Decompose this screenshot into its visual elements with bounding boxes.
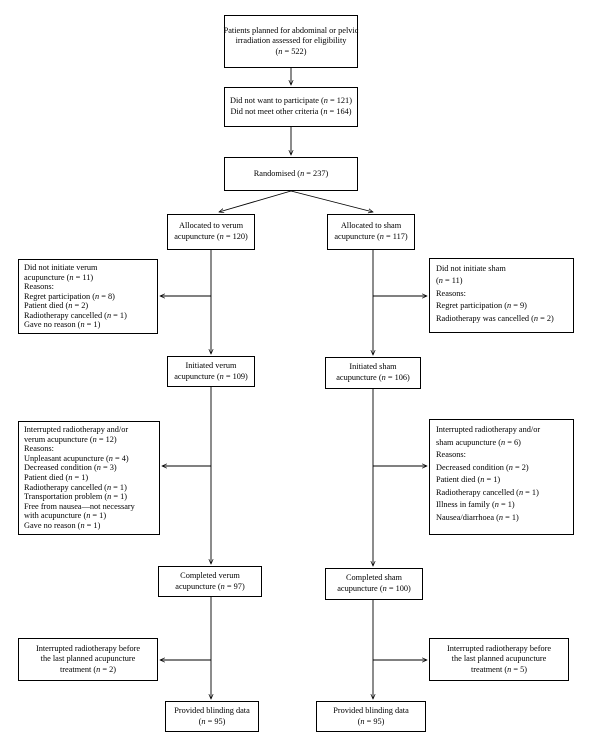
verum-not-initiated-line: Gave no reason (n = 1)	[24, 320, 101, 329]
verum-before-last-line-1: Interrupted radiotherapy before	[35, 643, 141, 653]
sham-before-last-line-2: the last planned acupuncture	[451, 654, 547, 664]
verum-not-initiated-line: Reasons:	[24, 282, 54, 291]
verum-interrupted-line: with acupuncture (n = 1)	[24, 511, 107, 521]
sham-not-initiated-line: Reasons:	[436, 288, 466, 298]
verum-blinding-line-1: Provided blinding data	[174, 705, 250, 715]
sham-initiated-line-2: acupuncture (n = 106)	[336, 373, 410, 382]
verum-initiated-line-1: Initiated verum	[185, 360, 237, 370]
verum-interrupted-box: Interrupted radiotherapy and/or verum ac…	[18, 421, 160, 535]
sham-blinding-line-2: (n = 95)	[357, 716, 385, 726]
sham-interrupted-line: Decreased condition (n = 2)	[436, 462, 529, 472]
sham-interrupted-line: sham acupuncture (n = 6)	[436, 437, 521, 447]
sham-not-initiated-line: Regret participation (n = 9)	[436, 301, 527, 311]
sham-allocated-line-1: Allocated to sham	[340, 221, 402, 231]
excluded-box: Did not want to participate (n = 121) Di…	[224, 87, 358, 127]
sham-interrupted-line: Patient died (n = 1)	[436, 475, 501, 484]
verum-allocated-box: Allocated to verum acupuncture (n = 120)	[167, 214, 255, 250]
sham-interrupted-line: Illness in family (n = 1)	[436, 500, 515, 509]
sham-interrupted-line: Reasons:	[436, 450, 466, 459]
verum-not-initiated-line: acupuncture (n = 11)	[24, 272, 94, 282]
sham-allocated-line-2: acupuncture (n = 117)	[334, 232, 408, 241]
verum-not-initiated-line: Radiotherapy cancelled (n = 1)	[24, 310, 127, 320]
excluded-line-1: Did not want to participate (n = 121)	[230, 96, 352, 106]
verum-not-initiated-line: Patient died (n = 2)	[24, 301, 89, 310]
sham-interrupted-line: Interrupted radiotherapy and/or	[436, 425, 541, 434]
sham-not-initiated-line: Did not initiate sham	[436, 264, 506, 273]
verum-initiated-line-2: acupuncture (n = 109)	[174, 371, 248, 381]
sham-not-initiated-line: (n = 11)	[436, 276, 463, 286]
sham-initiated-box: Initiated sham acupuncture (n = 106)	[325, 357, 421, 389]
verum-interrupted-line: verum acupuncture (n = 12)	[24, 434, 117, 444]
arrow-randomised-to-verum	[219, 190, 292, 212]
verum-before-last-line-3: treatment (n = 2)	[59, 664, 117, 674]
sham-allocated-box: Allocated to sham acupuncture (n = 117)	[327, 214, 415, 250]
sham-completed-box: Completed sham acupuncture (n = 100)	[325, 568, 423, 600]
verum-not-initiated-line: Regret participation (n = 8)	[24, 291, 115, 301]
verum-not-initiated-box: Did not initiate verum acupuncture (n = …	[18, 259, 158, 334]
sham-interrupted-box: Interrupted radiotherapy and/or sham acu…	[429, 419, 574, 535]
assessed-line-3: (n = 522)	[275, 46, 307, 56]
verum-interrupted-line: Radiotherapy cancelled (n = 1)	[24, 482, 127, 492]
sham-completed-line-1: Completed sham	[346, 573, 402, 583]
excluded-line-2: Did not meet other criteria (n = 164)	[230, 107, 352, 116]
verum-blinding-line-2: (n = 95)	[198, 716, 226, 726]
sham-blinding-box: Provided blinding data (n = 95)	[316, 701, 426, 732]
sham-before-last-box: Interrupted radiotherapy before the last…	[429, 638, 569, 681]
sham-initiated-line-1: Initiated sham	[349, 362, 397, 372]
verum-interrupted-line: Reasons:	[24, 444, 54, 454]
randomised-box: Randomised (n = 237)	[224, 157, 358, 191]
verum-interrupted-line: Unpleasant acupuncture (n = 4)	[24, 453, 129, 463]
verum-completed-box: Completed verum acupuncture (n = 97)	[158, 566, 262, 597]
verum-initiated-box: Initiated verum acupuncture (n = 109)	[167, 356, 255, 387]
verum-allocated-line-2: acupuncture (n = 120)	[174, 232, 248, 241]
verum-interrupted-line: Patient died (n = 1)	[24, 472, 89, 482]
verum-interrupted-line: Decreased condition (n = 3)	[24, 463, 117, 473]
sham-blinding-line-1: Provided blinding data	[333, 705, 409, 715]
verum-interrupted-line: Interrupted radiotherapy and/or	[24, 425, 129, 434]
assessed-eligibility-box: Patients planned for abdominal or pelvic…	[224, 15, 358, 68]
verum-not-initiated-line: Did not initiate verum	[24, 263, 98, 272]
assessed-line-2: irradiation assessed for eligibility	[235, 36, 347, 46]
sham-before-last-line-3: treatment (n = 5)	[470, 664, 528, 674]
sham-completed-line-2: acupuncture (n = 100)	[337, 584, 411, 593]
verum-completed-line-2: acupuncture (n = 97)	[175, 581, 245, 591]
sham-interrupted-line: Radiotherapy cancelled (n = 1)	[436, 487, 539, 497]
sham-not-initiated-line: Radiotherapy was cancelled (n = 2)	[436, 313, 554, 323]
sham-not-initiated-box: Did not initiate sham (n = 11) Reasons: …	[429, 258, 574, 333]
sham-before-last-line-1: Interrupted radiotherapy before	[446, 643, 552, 653]
verum-before-last-box: Interrupted radiotherapy before the last…	[18, 638, 158, 681]
verum-interrupted-line: Free from nausea—not necessary	[24, 501, 135, 511]
arrow-randomised-to-sham	[290, 190, 373, 212]
verum-interrupted-line: Gave no reason (n = 1)	[24, 520, 101, 530]
verum-completed-line-1: Completed verum	[180, 570, 240, 580]
assessed-line-1: Patients planned for abdominal or pelvic	[223, 25, 359, 35]
verum-before-last-line-2: the last planned acupuncture	[40, 654, 136, 664]
verum-allocated-line-1: Allocated to verum	[178, 221, 244, 231]
randomised-label: Randomised (n = 237)	[253, 168, 329, 178]
verum-interrupted-line: Transportation problem (n = 1)	[24, 492, 128, 502]
verum-blinding-box: Provided blinding data (n = 95)	[165, 701, 259, 732]
sham-interrupted-line: Nausea/diarrhoea (n = 1)	[436, 512, 519, 522]
